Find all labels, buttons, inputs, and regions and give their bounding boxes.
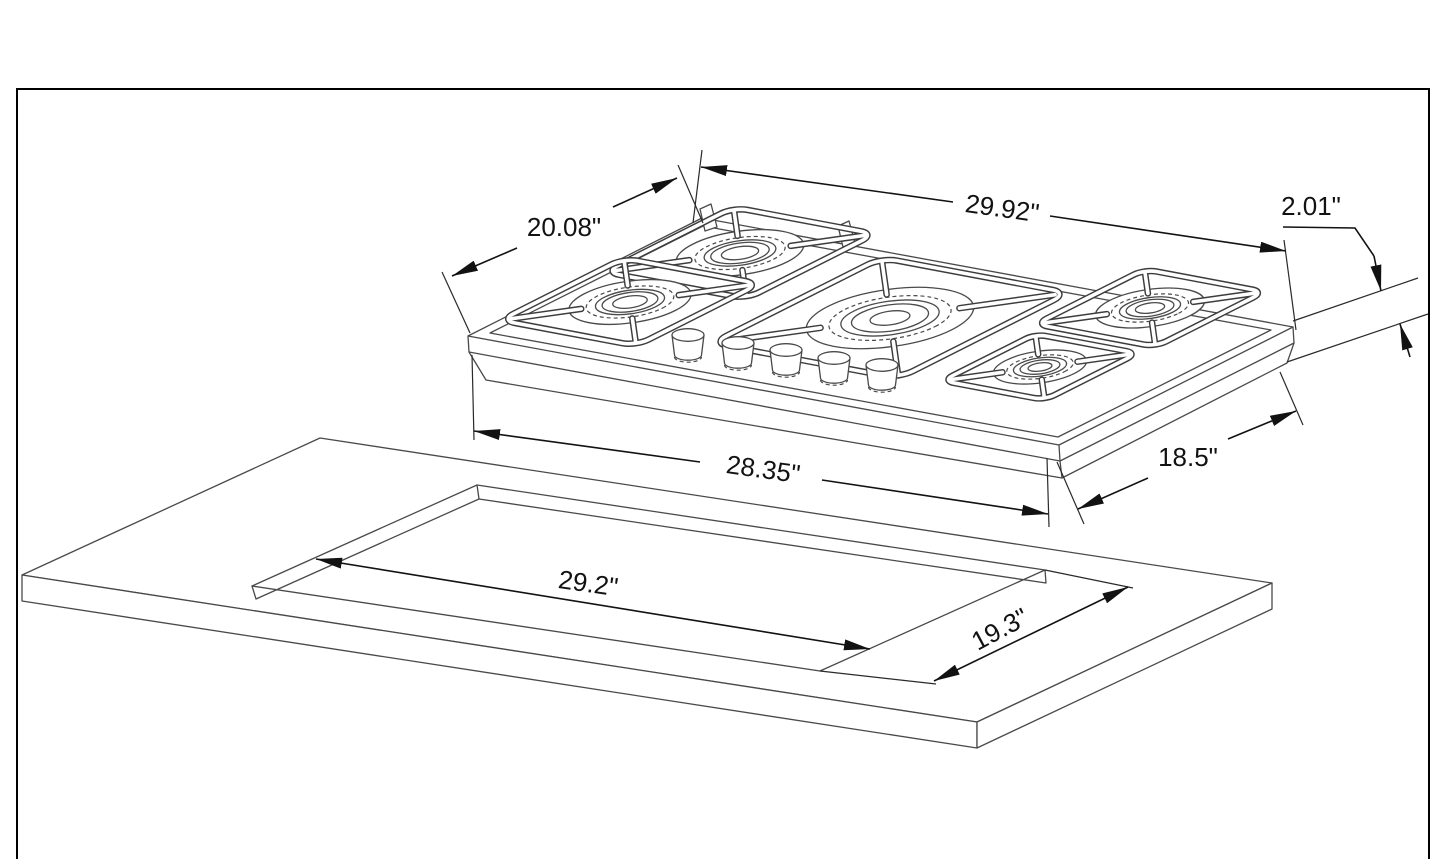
burner-rear-right (1036, 269, 1265, 346)
dim-label-20-08: 20.08" (527, 212, 601, 242)
drawing-frame (16, 88, 1430, 859)
dim-cooktop-body-depth: 18.5" (1056, 371, 1304, 525)
cooktop-body (468, 342, 1295, 479)
control-knob-4 (817, 351, 851, 386)
control-knob-5 (865, 358, 899, 393)
dim-cooktop-top-depth: 20.08" (441, 164, 704, 334)
burner-front-right (942, 334, 1137, 400)
dim-label-28-35: 28.35" (724, 449, 802, 489)
burner-front-left (501, 258, 760, 346)
control-knob-2 (721, 336, 755, 371)
cooktop (467, 203, 1295, 479)
control-knob-1 (671, 328, 705, 363)
dim-label-18-5: 18.5" (1158, 442, 1218, 472)
burner-center (712, 258, 1068, 379)
control-knob-3 (769, 343, 803, 378)
dim-cooktop-lip-height: 2.01" (1281, 191, 1429, 363)
cutout-inner-wall (251, 484, 1047, 600)
dim-label-2-01: 2.01" (1281, 191, 1341, 221)
dim-label-29-92: 29.92" (963, 188, 1041, 228)
dimensions: 20.08" 29.92" 2.01" 28.35" (315, 149, 1429, 685)
control-knobs (671, 328, 899, 393)
